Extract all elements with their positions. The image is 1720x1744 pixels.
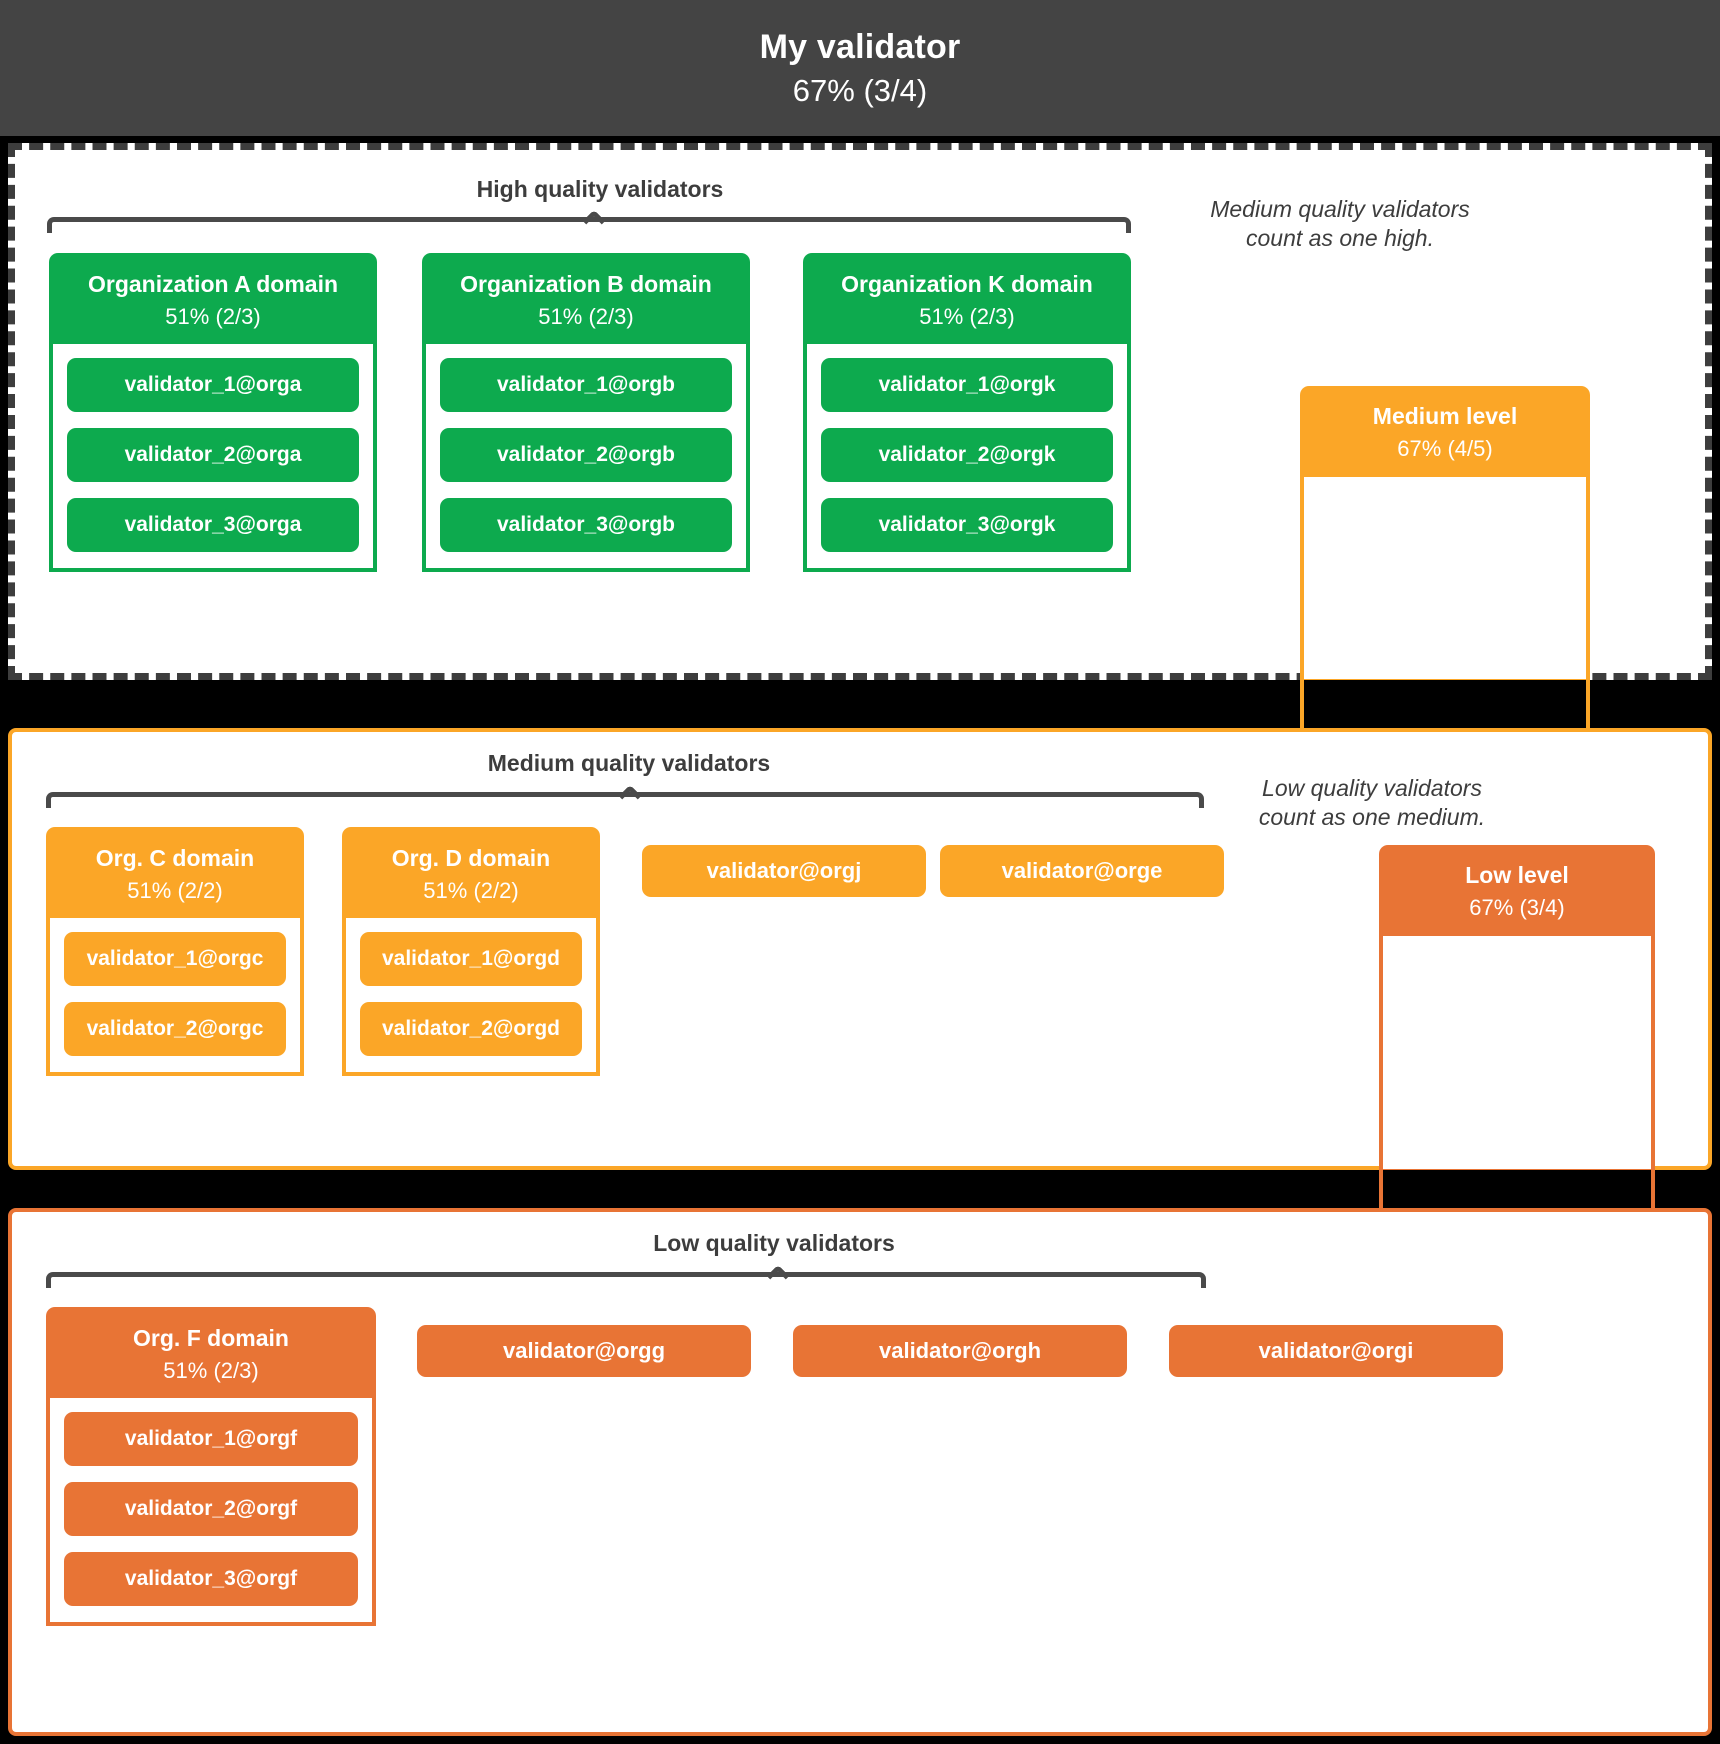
medium-level-box[interactable]: Medium level 67% (4/5): [1300, 386, 1590, 680]
low-quality-brace: [46, 1264, 1206, 1288]
medium-level-stem: [1300, 477, 1590, 679]
low-quality-caption: Low quality validators: [653, 1230, 895, 1256]
validator-pill[interactable]: validator_3@orgf: [64, 1552, 358, 1606]
medium-level-gap-fill: [1300, 680, 1590, 732]
org-card-b[interactable]: Organization B domain 51% (2/3) validato…: [422, 253, 750, 572]
validator-pill-orge[interactable]: validator@orge: [940, 845, 1224, 897]
org-card-f[interactable]: Org. F domain 51% (2/3) validator_1@orgf…: [46, 1307, 376, 1626]
validator-pill[interactable]: validator_1@orgc: [64, 932, 286, 986]
validator-pill-orgj[interactable]: validator@orgj: [642, 845, 926, 897]
org-card-k-name: Organization K domain: [841, 271, 1093, 297]
page-percent: 67% (3/4): [792, 72, 928, 108]
medium-quality-brace: [46, 784, 1204, 808]
org-card-a-percent: 51% (2/3): [165, 304, 261, 329]
org-card-f-header: Org. F domain 51% (2/3): [46, 1307, 376, 1398]
high-quality-caption: High quality validators: [476, 176, 724, 202]
medium-level-stem-gap: [1300, 680, 1590, 732]
org-card-c-header: Org. C domain 51% (2/2): [46, 827, 304, 918]
medium-quality-caption: Medium quality validators: [487, 750, 771, 776]
low-level-stem: [1379, 936, 1655, 1169]
org-card-a-validators: validator_1@orga validator_2@orga valida…: [49, 344, 377, 572]
low-quality-section: Low quality validators Org. F domain 51%…: [8, 1208, 1712, 1736]
org-card-d-validators: validator_1@orgd validator_2@orgd: [342, 918, 600, 1076]
org-card-f-name: Org. F domain: [133, 1325, 289, 1351]
high-quality-brace: [47, 209, 1131, 233]
org-card-d-percent: 51% (2/2): [423, 878, 519, 903]
org-card-a[interactable]: Organization A domain 51% (2/3) validato…: [49, 253, 377, 572]
org-card-k-validators: validator_1@orgk validator_2@orgk valida…: [803, 344, 1131, 572]
low-level-box[interactable]: Low level 67% (3/4): [1379, 845, 1655, 1170]
validator-pill[interactable]: validator_2@orgd: [360, 1002, 582, 1056]
org-card-b-percent: 51% (2/3): [538, 304, 634, 329]
validator-pill-orgi[interactable]: validator@orgi: [1169, 1325, 1503, 1377]
validator-pill[interactable]: validator_3@orgk: [821, 498, 1113, 552]
org-card-b-header: Organization B domain 51% (2/3): [422, 253, 750, 344]
org-card-c-percent: 51% (2/2): [127, 878, 223, 903]
validator-pill-orgg[interactable]: validator@orgg: [417, 1325, 751, 1377]
org-card-k-percent: 51% (2/3): [919, 304, 1015, 329]
low-level-percent: 67% (3/4): [1469, 895, 1565, 920]
org-card-d[interactable]: Org. D domain 51% (2/2) validator_1@orgd…: [342, 827, 600, 1076]
low-level-header: Low level 67% (3/4): [1379, 845, 1655, 936]
low-counts-as-medium-note: Low quality validators count as one medi…: [1258, 775, 1486, 831]
medium-level-percent: 67% (4/5): [1397, 436, 1493, 461]
org-card-b-name: Organization B domain: [460, 271, 712, 297]
brace-peak-icon: [618, 784, 642, 808]
validator-pill[interactable]: validator_2@orgk: [821, 428, 1113, 482]
low-level-gap-fill: [1379, 1170, 1655, 1212]
low-level-stem-gap: [1379, 1170, 1655, 1212]
org-card-d-header: Org. D domain 51% (2/2): [342, 827, 600, 918]
validator-pill[interactable]: validator_2@orgf: [64, 1482, 358, 1536]
medium-level-header: Medium level 67% (4/5): [1300, 386, 1590, 477]
validator-pill[interactable]: validator_2@orgb: [440, 428, 732, 482]
low-level-name: Low level: [1465, 862, 1569, 888]
validator-pill[interactable]: validator_1@orgb: [440, 358, 732, 412]
validator-pill[interactable]: validator_1@orgk: [821, 358, 1113, 412]
brace-peak-icon: [582, 209, 606, 233]
validator-pill[interactable]: validator_3@orga: [67, 498, 359, 552]
org-card-c[interactable]: Org. C domain 51% (2/2) validator_1@orgc…: [46, 827, 304, 1076]
high-quality-section: High quality validators Organization A d…: [8, 143, 1712, 680]
org-card-a-header: Organization A domain 51% (2/3): [49, 253, 377, 344]
validator-pill[interactable]: validator_2@orga: [67, 428, 359, 482]
medium-level-name: Medium level: [1372, 403, 1518, 429]
org-card-f-validators: validator_1@orgf validator_2@orgf valida…: [46, 1398, 376, 1626]
medium-counts-as-high-note: Medium quality validators count as one h…: [1210, 196, 1470, 252]
page-title: My validator: [759, 27, 961, 66]
org-card-c-validators: validator_1@orgc validator_2@orgc: [46, 918, 304, 1076]
my-validator-header: My validator 67% (3/4): [0, 0, 1720, 136]
validator-pill[interactable]: validator_1@orga: [67, 358, 359, 412]
org-card-k-header: Organization K domain 51% (2/3): [803, 253, 1131, 344]
validator-pill-orgh[interactable]: validator@orgh: [793, 1325, 1127, 1377]
org-card-k[interactable]: Organization K domain 51% (2/3) validato…: [803, 253, 1131, 572]
org-card-d-name: Org. D domain: [391, 845, 551, 871]
validator-pill[interactable]: validator_1@orgf: [64, 1412, 358, 1466]
validator-pill[interactable]: validator_3@orgb: [440, 498, 732, 552]
validator-pill[interactable]: validator_1@orgd: [360, 932, 582, 986]
org-card-a-name: Organization A domain: [87, 271, 339, 297]
org-card-c-name: Org. C domain: [95, 845, 255, 871]
validator-pill[interactable]: validator_2@orgc: [64, 1002, 286, 1056]
org-card-b-validators: validator_1@orgb validator_2@orgb valida…: [422, 344, 750, 572]
org-card-f-percent: 51% (2/3): [163, 1358, 259, 1383]
brace-peak-icon: [766, 1264, 790, 1288]
